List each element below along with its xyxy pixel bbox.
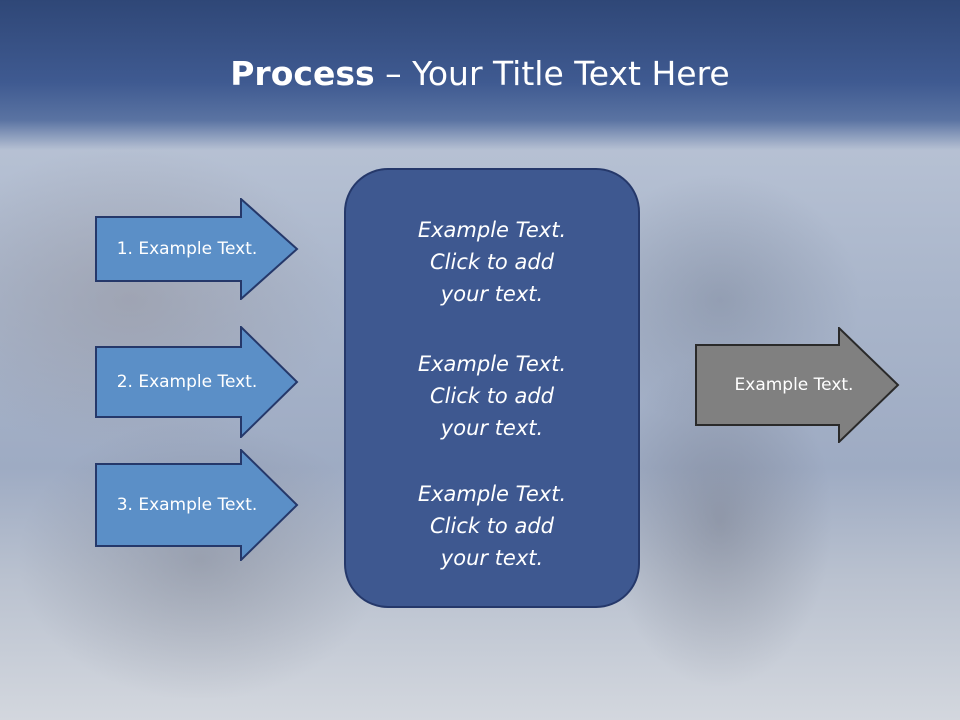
title-rest: – Your Title Text Here xyxy=(374,54,730,93)
process-arrow-2[interactable]: 2. Example Text. xyxy=(95,326,299,438)
block-line: your text. xyxy=(440,546,544,570)
process-arrow-label: 3. Example Text. xyxy=(116,495,258,515)
block-line: Example Text. xyxy=(417,352,567,376)
title-strong: Process xyxy=(230,54,375,93)
arrow-shape-1 xyxy=(95,198,299,300)
process-arrow-3[interactable]: 3. Example Text. xyxy=(95,449,299,561)
process-arrow-1[interactable]: 1. Example Text. xyxy=(95,198,299,300)
block-line: your text. xyxy=(440,282,544,306)
process-arrow-label: 1. Example Text. xyxy=(116,239,258,259)
output-arrow-label: Example Text. xyxy=(734,375,854,395)
block-line: Click to add xyxy=(429,384,554,408)
text-block-3[interactable]: Example Text. Click to add your text. xyxy=(346,478,638,574)
block-line: Click to add xyxy=(429,250,554,274)
center-text-box[interactable]: Example Text. Click to add your text. Ex… xyxy=(344,168,640,608)
block-line: Example Text. xyxy=(417,218,567,242)
text-block-2[interactable]: Example Text. Click to add your text. xyxy=(346,348,638,444)
output-arrow[interactable]: Example Text. xyxy=(695,327,901,443)
block-line: Click to add xyxy=(429,514,554,538)
text-block-1[interactable]: Example Text. Click to add your text. xyxy=(346,214,638,310)
arrow-shape-2 xyxy=(95,326,299,438)
arrow-shape-3 xyxy=(95,449,299,561)
block-line: your text. xyxy=(440,416,544,440)
output-arrow-shape xyxy=(695,327,900,443)
process-arrow-label: 2. Example Text. xyxy=(116,372,258,392)
block-line: Example Text. xyxy=(417,482,567,506)
slide-title[interactable]: Process – Your Title Text Here xyxy=(0,52,960,96)
title-bar xyxy=(0,0,960,150)
